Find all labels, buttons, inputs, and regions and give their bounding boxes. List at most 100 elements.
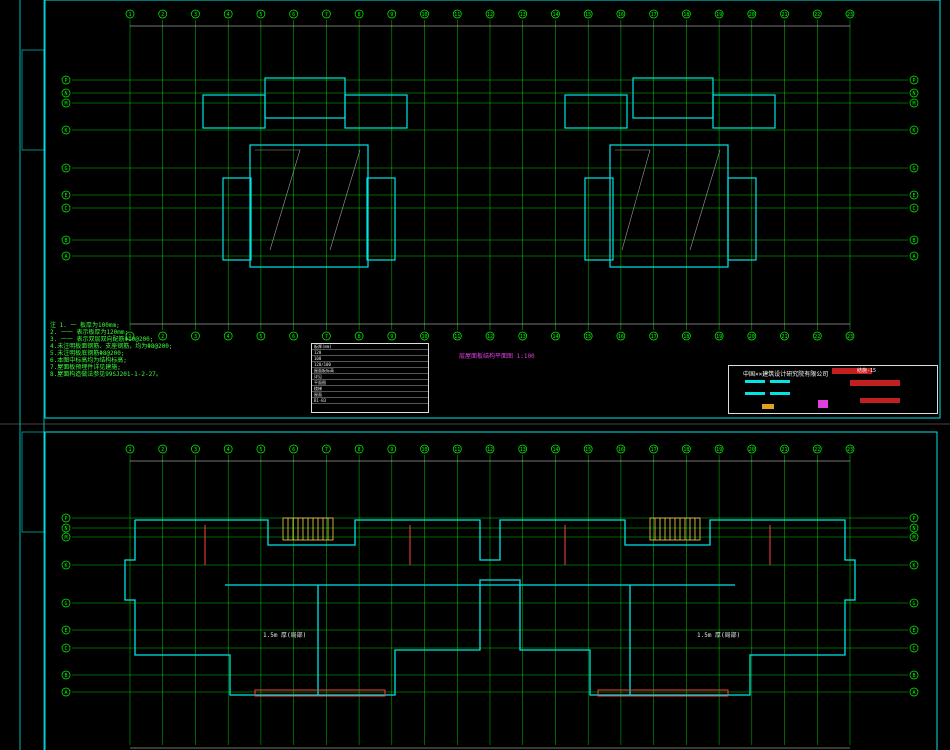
axis-label: 18 [683,12,689,18]
axis-bubble [256,331,266,341]
axis-label: 1 [128,334,131,340]
notes-block: 注 1. 一 板厚为100mm; 2. 一一 表示板厚为120mm; 3. 一一… [50,322,173,378]
axis-label: 5 [259,12,262,18]
left-margin-strips [19,0,45,750]
axis-label: 16 [618,12,624,18]
axis-bubble [845,331,855,341]
legend-row: 120 [312,350,428,356]
axis-bubble [125,9,135,19]
axis-bubble [354,9,364,19]
axis-bubble [747,331,757,341]
axis-bubble [909,560,919,570]
legend-row: 屋面板标高 [312,368,428,374]
axis-bubble [322,9,331,19]
axis-bubble [747,444,757,454]
axis-label: P [912,516,915,522]
axis-label: G [64,601,67,607]
axis-bubble [909,88,919,98]
axis-label: 20 [749,447,755,453]
axis-label: E [64,628,67,634]
axis-label: K [912,563,915,569]
axis-bubble [649,331,658,341]
axis-label: G [64,166,67,172]
axis-label: 8 [358,12,361,18]
axis-bubble [485,9,495,19]
axis-bubble [289,331,298,341]
axis-bubble [354,444,364,454]
axis-label: 6 [292,334,295,340]
axis-bubble [61,687,71,697]
axis-bubble [747,9,757,19]
axis-label: 18 [683,334,689,340]
axis-label: M [912,101,915,107]
axis-bubble [551,444,560,454]
axis-bubble [289,9,298,19]
legend-row: 屋面 [312,392,428,398]
lower-axis-grid: 1122334455667788991010111112121313141415… [61,444,919,749]
axis-bubble [191,331,200,341]
axis-bubble [583,444,593,454]
axis-label: 17 [651,447,657,453]
axis-bubble [714,331,724,341]
axis-bubble [61,532,71,542]
axis-label: 9 [390,334,393,340]
legend-row: 板厚(mm) [312,344,428,350]
titleblock: 中国××建筑设计研究院有限公司 结施-15 [728,365,938,414]
note-line: 注 1. 一 板厚为100mm; [50,322,120,329]
axis-label: N [64,526,67,532]
axis-bubble [845,444,855,454]
axis-bubble [223,331,233,341]
axis-bubble [191,444,200,454]
axis-bubble [256,444,266,454]
axis-label: 14 [552,447,558,453]
axis-label: K [912,128,915,134]
axis-bubble [354,331,364,341]
axis-bubble [714,9,724,19]
axis-label: 10 [422,447,428,453]
axis-label: 7 [325,334,328,340]
legend-row: B1-B3 [312,398,428,404]
axis-label: 23 [847,334,853,340]
axis-bubble [909,598,919,608]
titleblock-bars [745,368,900,409]
lower-sheet-border [44,431,938,750]
axis-label: N [912,91,915,97]
axis-label: 2 [161,12,164,18]
axis-label: 14 [552,334,558,340]
axis-label: 18 [683,447,689,453]
axis-bubble [909,235,919,245]
axis-label: P [64,78,67,84]
axis-bubble [682,444,691,454]
axis-label: G [912,601,915,607]
drawing-number: 结施-15 [857,368,877,374]
axis-bubble [387,444,397,454]
axis-bubble [61,643,71,653]
axis-label: 14 [552,12,558,18]
axis-label: 15 [585,447,591,453]
note-line: 6.本图中标高均为结构标高; [50,357,127,364]
axis-bubble [256,9,266,19]
axis-bubble [682,9,691,19]
axis-label: 12 [487,334,493,340]
axis-label: B [912,673,915,679]
axis-bubble [158,331,168,341]
note-line: 7.屋面板预埋件详见建施; [50,364,121,371]
upper-axis-grid: 1122334455667788991010111112121313141415… [61,9,919,341]
note-line: 5.未注明板底钢筋Φ8@200; [50,350,125,357]
axis-label: 19 [716,12,722,18]
axis-bubble [158,444,168,454]
axis-label: A [912,254,915,260]
axis-bubble [452,444,462,454]
lower-plan-outline [124,519,856,696]
axis-bubble [125,331,135,341]
axis-label: 2 [161,334,164,340]
axis-label: C [912,646,915,652]
axis-label: 13 [520,334,526,340]
axis-bubble [485,331,495,341]
axis-bubble [125,444,135,454]
axis-bubble [714,444,724,454]
axis-bubble [485,444,495,454]
axis-label: 6 [292,447,295,453]
lower-plan-columns [204,525,771,697]
